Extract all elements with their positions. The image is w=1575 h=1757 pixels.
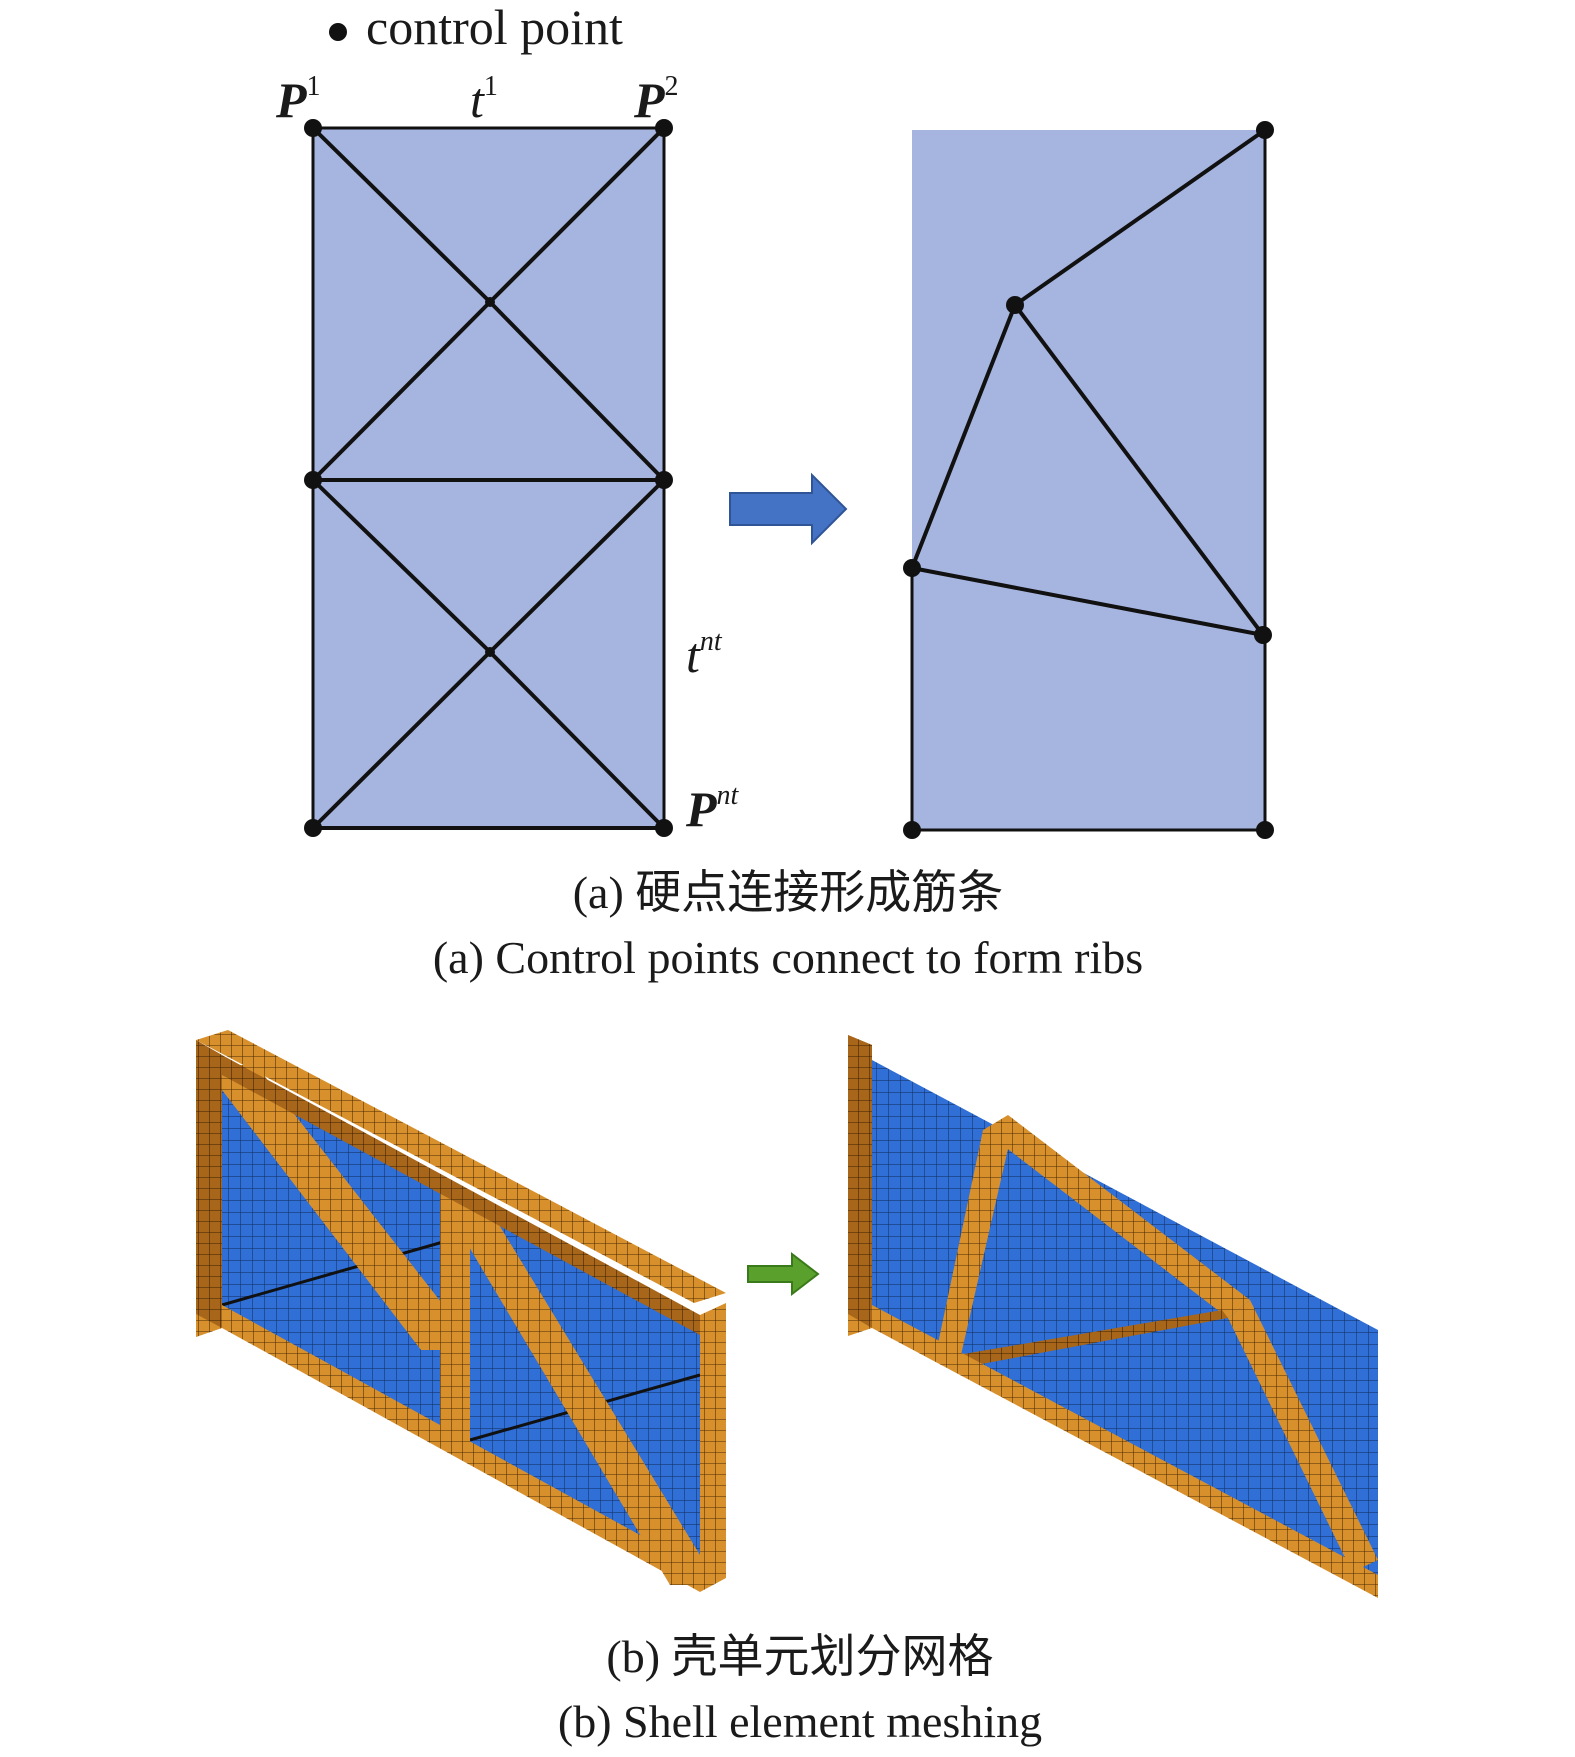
mesh-rib xyxy=(848,1035,872,1328)
control-point xyxy=(1006,296,1024,314)
control-point xyxy=(655,471,673,489)
control-point xyxy=(1256,821,1274,839)
intersection-point xyxy=(485,297,495,307)
mesh-rib xyxy=(222,1305,700,1592)
rib xyxy=(311,650,492,830)
label-t1: t1 xyxy=(470,71,498,128)
mesh-skin xyxy=(872,1060,1378,1590)
panel-a-original: P1 t1 P2 tnt Pnt xyxy=(275,71,740,837)
mesh-rib xyxy=(196,1040,222,1328)
mesh-rib xyxy=(983,1115,1250,1318)
label-tnt: tnt xyxy=(686,626,723,683)
mesh-rib xyxy=(935,1130,1010,1368)
rib xyxy=(311,126,492,304)
legend: control point xyxy=(329,0,623,55)
rib xyxy=(1013,303,1265,637)
control-point xyxy=(1256,121,1274,139)
mesh-rib xyxy=(196,1030,726,1303)
label-p1: P1 xyxy=(275,71,321,128)
panel-a-optimized xyxy=(903,121,1274,839)
control-point xyxy=(903,559,921,577)
label-pnt: Pnt xyxy=(685,780,740,837)
legend-text: control point xyxy=(366,0,623,55)
control-point xyxy=(304,119,322,137)
rib xyxy=(910,566,1265,637)
rib xyxy=(488,300,666,482)
arrow-right-icon xyxy=(729,472,848,546)
mesh-rib xyxy=(1228,1300,1378,1572)
caption-b-en: (b) Shell element meshing xyxy=(558,1696,1042,1747)
intersection-point xyxy=(485,647,495,657)
label-p2: P2 xyxy=(633,71,679,128)
caption-b-cn: (b) 壳单元划分网格 xyxy=(606,1631,993,1682)
legend-bullet-icon xyxy=(329,23,347,41)
panel-a-right-plate xyxy=(912,130,1265,830)
mesh-rib xyxy=(222,1055,700,1335)
mesh-rib xyxy=(456,1195,700,1585)
plate-edge xyxy=(910,130,1267,832)
mesh-rib xyxy=(440,1190,470,1460)
control-point xyxy=(655,119,673,137)
control-point xyxy=(304,819,322,837)
mesh-rib xyxy=(700,1303,726,1592)
rib xyxy=(488,478,666,654)
rib xyxy=(488,650,666,830)
rib xyxy=(311,300,492,482)
mesh-optimized xyxy=(848,1035,1378,1598)
control-point xyxy=(304,471,322,489)
rib xyxy=(488,126,666,304)
control-point xyxy=(655,819,673,837)
control-point xyxy=(903,821,921,839)
rib xyxy=(311,478,492,654)
caption-a-cn: (a) 硬点连接形成筋条 xyxy=(573,867,1004,918)
mesh-rib xyxy=(940,1310,1228,1368)
rib xyxy=(1013,128,1267,307)
mesh-rib xyxy=(222,1065,455,1350)
control-point xyxy=(1254,626,1272,644)
caption-a-en: (a) Control points connect to form ribs xyxy=(433,932,1143,983)
rib xyxy=(910,303,1017,570)
mesh-rib xyxy=(872,1305,1378,1598)
mesh-seam xyxy=(221,1238,451,1307)
arrow-right-icon xyxy=(747,1251,820,1297)
mesh-original xyxy=(196,1030,726,1592)
